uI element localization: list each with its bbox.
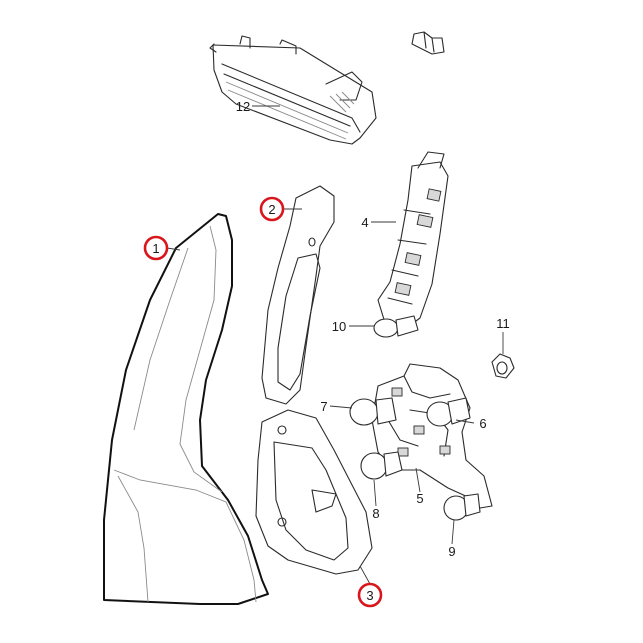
callout-7[interactable]: 7 xyxy=(320,399,327,414)
part-6-bulb[interactable] xyxy=(426,397,471,427)
callout-9[interactable]: 9 xyxy=(448,544,455,559)
callout-1[interactable]: 1 xyxy=(152,241,159,256)
callout-ring-3 xyxy=(357,582,383,608)
callout-12[interactable]: 12 xyxy=(236,99,250,114)
spare-bulb-top[interactable] xyxy=(411,31,445,55)
part-2-gasket[interactable] xyxy=(261,185,335,405)
callout-5[interactable]: 5 xyxy=(416,491,423,506)
callout-6[interactable]: 6 xyxy=(479,416,486,431)
callout-11[interactable]: 11 xyxy=(496,316,510,331)
callout-ring-2 xyxy=(259,196,285,222)
leader-lines xyxy=(166,105,504,585)
part-7-bulb[interactable] xyxy=(349,397,397,426)
callout-4[interactable]: 4 xyxy=(361,215,368,230)
part-8-bulb[interactable] xyxy=(360,451,403,480)
part-5-bulb-holder[interactable] xyxy=(371,363,493,509)
callout-2[interactable]: 2 xyxy=(268,202,275,217)
part-3-gasket-plate[interactable] xyxy=(255,409,373,575)
callout-8[interactable]: 8 xyxy=(372,506,379,521)
part-4-bulb-carrier[interactable] xyxy=(377,151,449,331)
part-9-bulb[interactable] xyxy=(443,493,481,521)
part-12-brake-light[interactable] xyxy=(209,35,377,145)
callout-3[interactable]: 3 xyxy=(366,588,373,603)
part-11-grommet[interactable] xyxy=(491,353,515,379)
callout-ring-1 xyxy=(143,235,169,261)
callout-10[interactable]: 10 xyxy=(332,319,346,334)
part-1-tail-lamp[interactable] xyxy=(103,213,269,605)
part-10-bulb[interactable] xyxy=(373,315,419,338)
